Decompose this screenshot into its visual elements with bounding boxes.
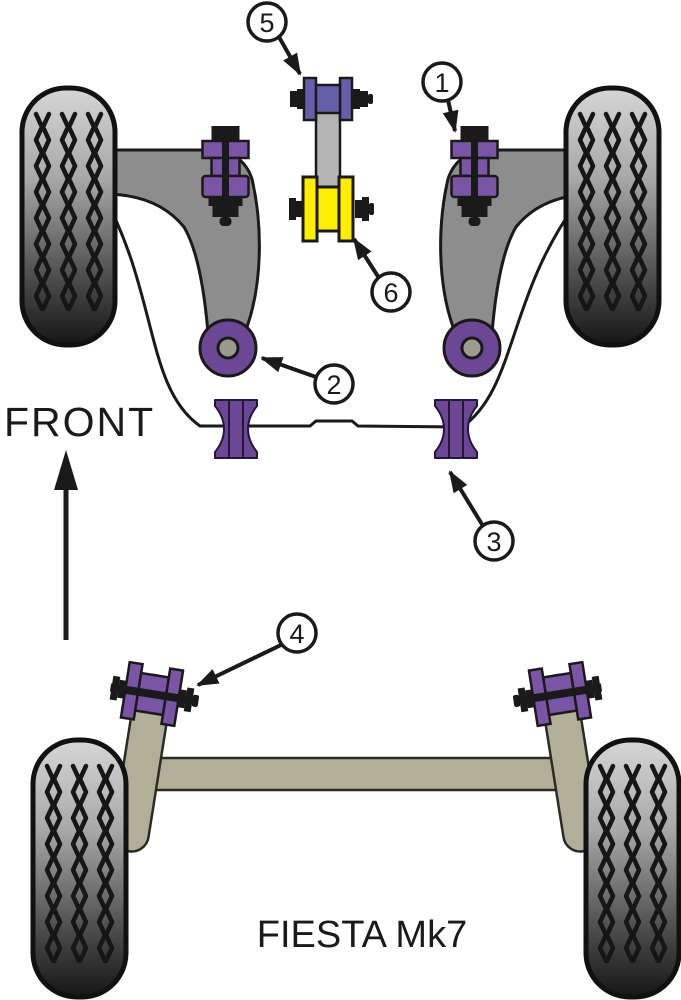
model-label: FIESTA Mk7 — [257, 914, 467, 956]
engine-mount-lower-bushing — [287, 175, 376, 243]
tire-front-left — [22, 88, 115, 345]
svg-text:5: 5 — [259, 8, 274, 38]
callout-2: 2 — [260, 356, 355, 405]
arb-bushing-left — [214, 399, 258, 459]
engine-mount-upper-bushing — [288, 76, 375, 122]
svg-text:1: 1 — [434, 68, 449, 98]
anti-roll-bar — [102, 194, 577, 429]
lca-rear-bushing-left — [198, 318, 258, 378]
svg-text:2: 2 — [326, 370, 341, 400]
callout-1: 1 — [421, 61, 463, 133]
rear-axle-left — [33, 660, 203, 997]
svg-text:3: 3 — [486, 527, 501, 557]
front-label: FRONT — [4, 399, 155, 445]
callout-5: 5 — [246, 1, 302, 76]
lca-rear-bushing-right — [442, 318, 502, 378]
svg-text:6: 6 — [383, 278, 398, 308]
front-direction-arrow — [54, 450, 78, 640]
svg-text:4: 4 — [289, 619, 304, 649]
rear-axle-right — [509, 660, 679, 997]
rear-beam — [148, 756, 564, 792]
callout-4: 4 — [196, 612, 318, 687]
tire-front-right — [566, 88, 659, 345]
callout-3: 3 — [448, 470, 515, 562]
callout-6: 6 — [352, 237, 412, 313]
arb-bushing-right — [434, 399, 478, 459]
